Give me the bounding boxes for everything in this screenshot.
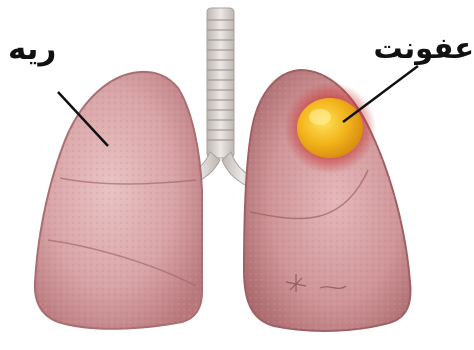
left-lung-icon xyxy=(35,72,202,329)
infection-spot-icon xyxy=(284,82,376,174)
infection-label: عفونت xyxy=(374,34,474,63)
lung-label: ریه xyxy=(8,34,56,65)
